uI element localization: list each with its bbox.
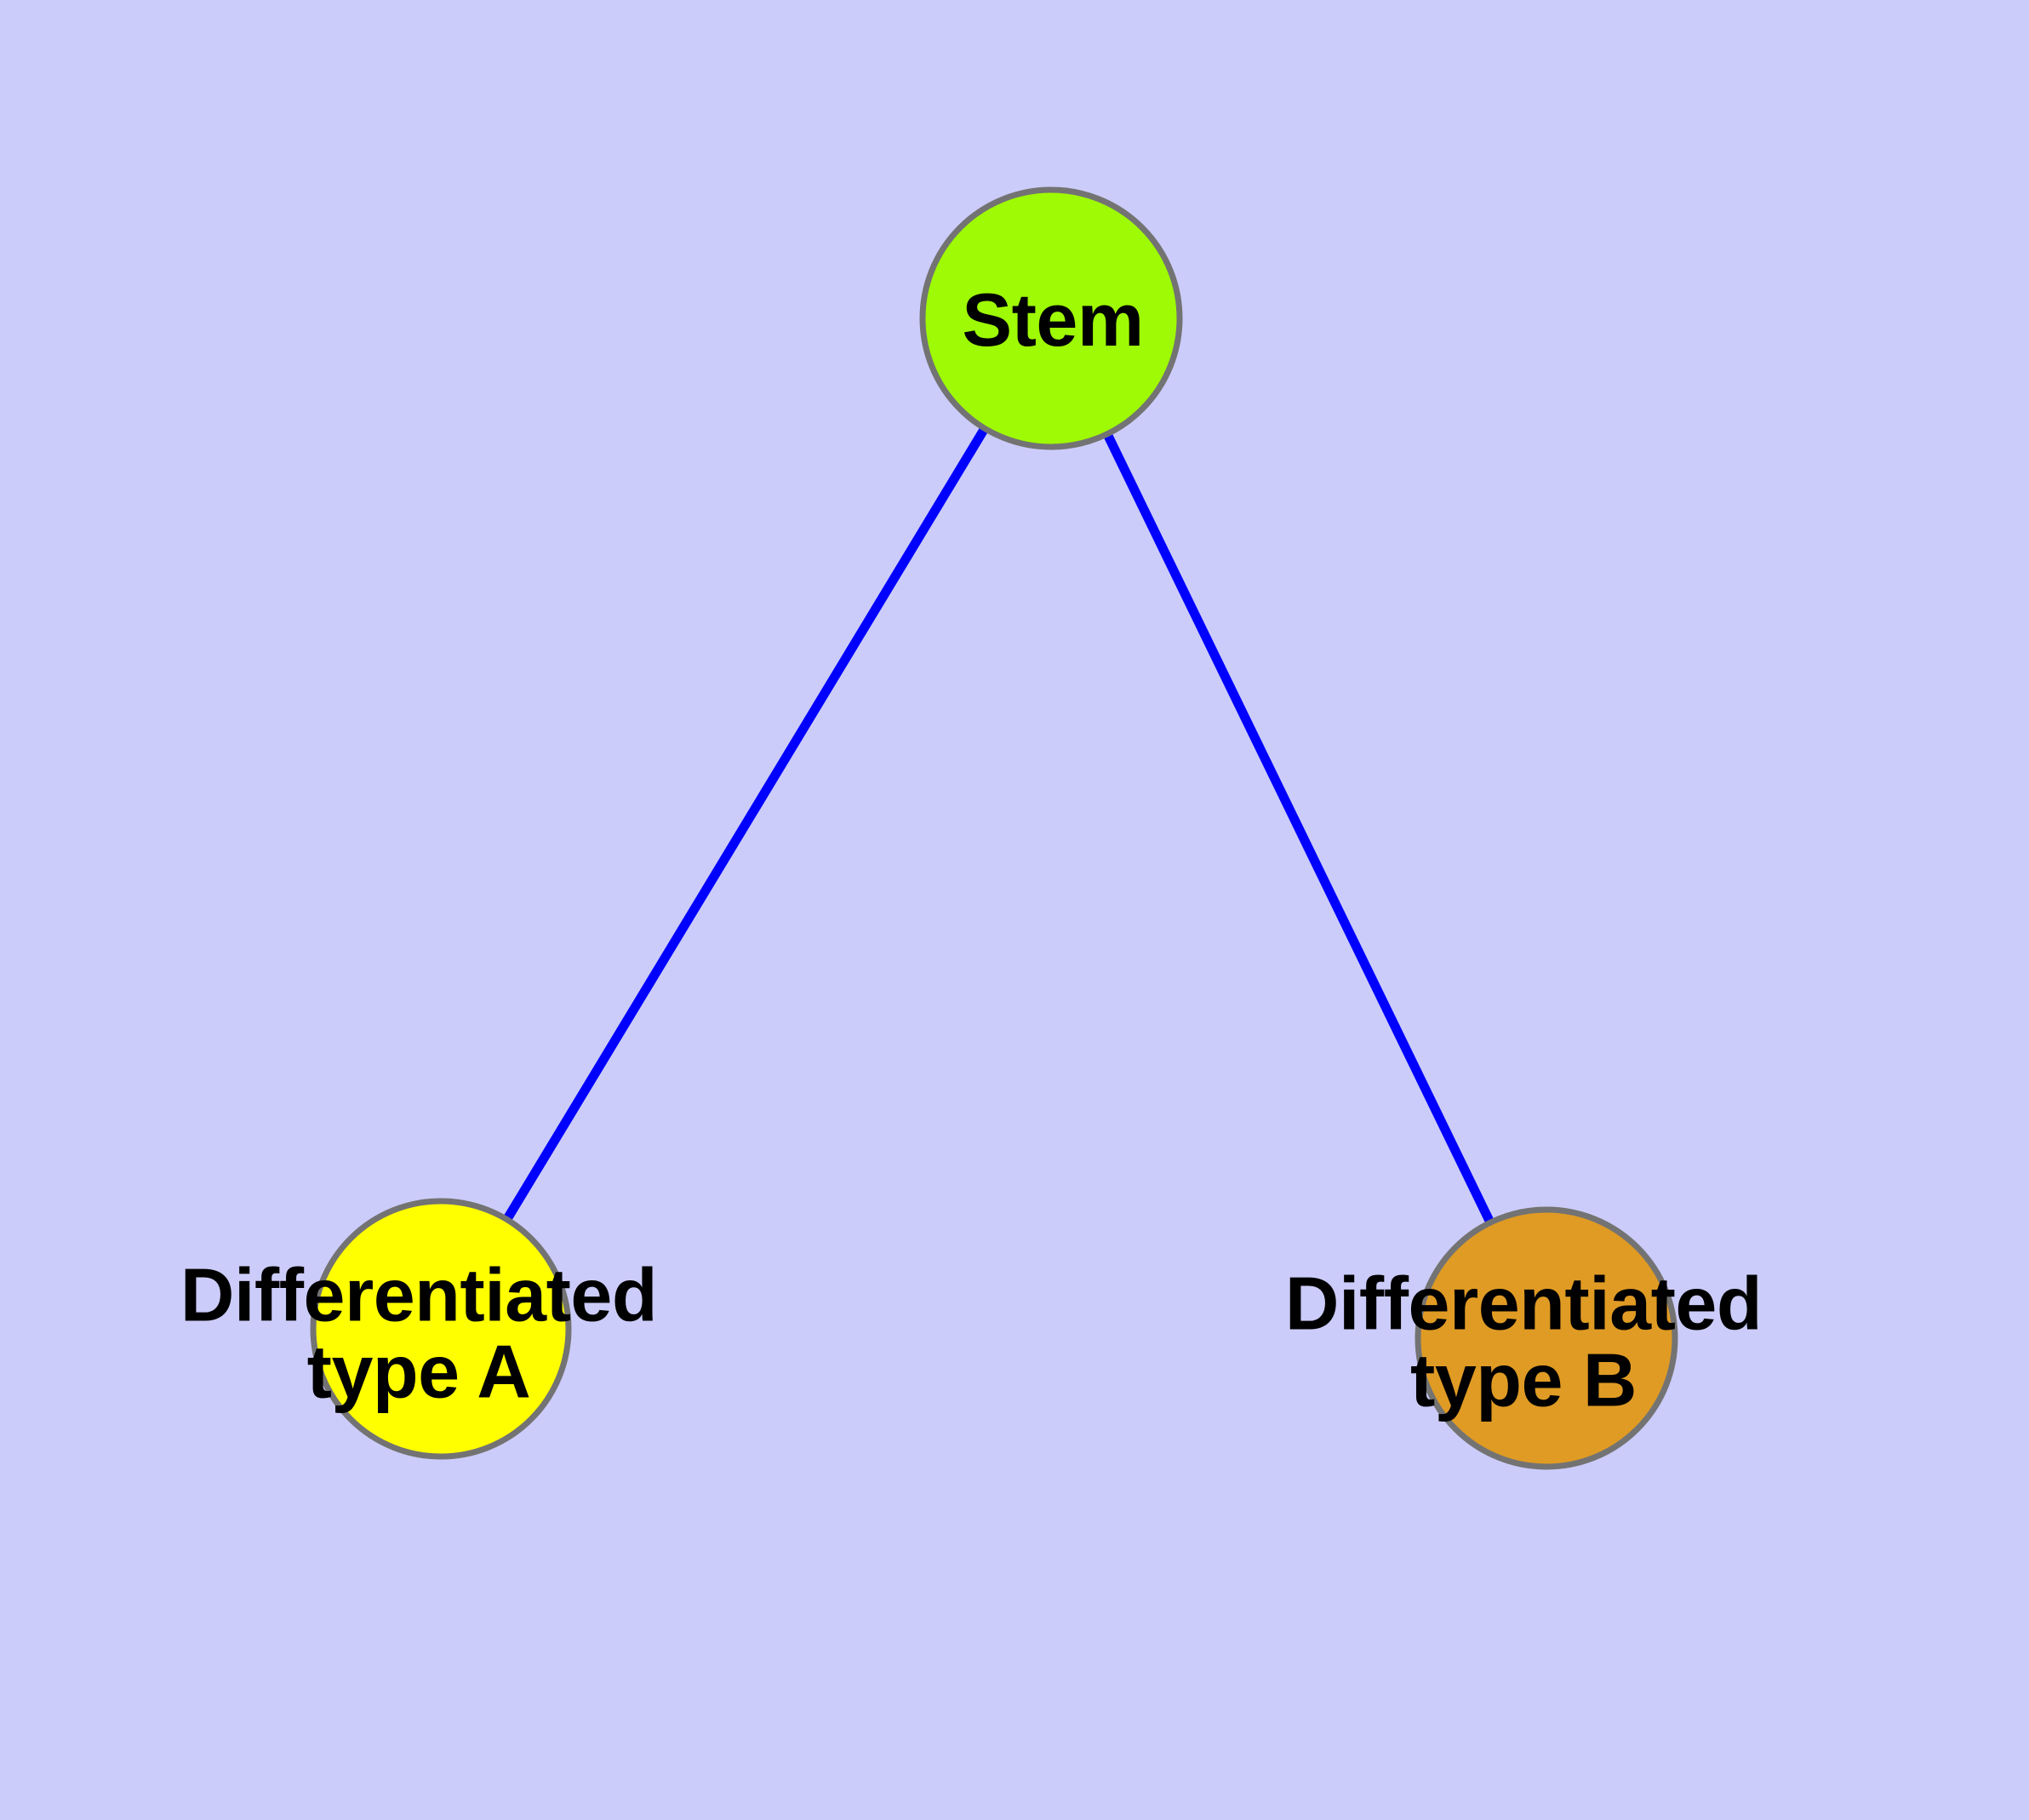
node-circle-stem[interactable] xyxy=(919,186,1183,450)
node-layer xyxy=(310,186,1678,1470)
edge-stem-to-type-a[interactable] xyxy=(500,422,991,1225)
edge-layer xyxy=(500,422,1496,1228)
node-circle-type-b[interactable] xyxy=(1415,1206,1678,1470)
node-circle-type-a[interactable] xyxy=(310,1198,572,1460)
edge-stem-to-type-b[interactable] xyxy=(1101,428,1496,1228)
